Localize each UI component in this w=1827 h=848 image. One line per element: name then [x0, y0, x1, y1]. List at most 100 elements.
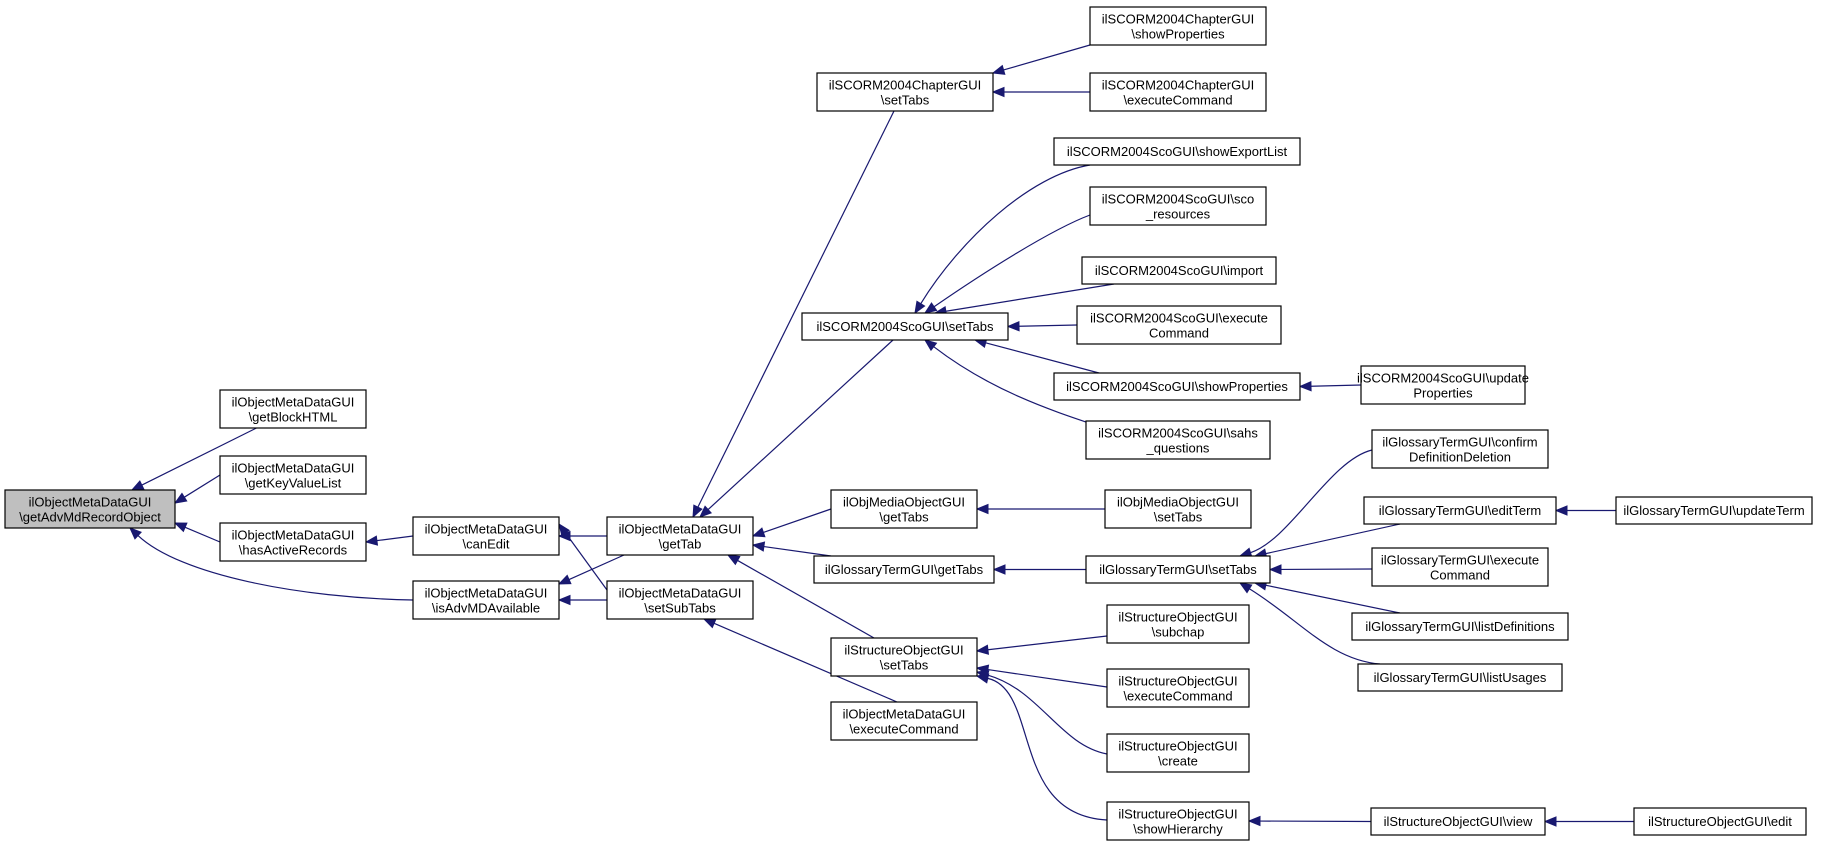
node-label-line: \setTabs [880, 658, 929, 673]
node-gloss-confirm[interactable]: ilGlossaryTermGUI\confirmDefinitionDelet… [1371, 429, 1549, 469]
node-chap-exec-cmd[interactable]: ilSCORM2004ChapterGUI\executeCommand [1089, 72, 1267, 112]
node-box [1081, 256, 1277, 285]
edge-isadvmdavailable-root [129, 527, 414, 601]
node-label-line: \getBlockHTML [249, 410, 338, 425]
node-struc-show-hier[interactable]: ilStructureObjectGUI\showHierarchy [1106, 801, 1250, 841]
node-struc-view[interactable]: ilStructureObjectGUI\view [1370, 807, 1546, 836]
node-label-line: DefinitionDeletion [1409, 450, 1511, 465]
edge-scosettabs-gettab [699, 339, 894, 518]
node-struc-exec-cmd[interactable]: ilStructureObjectGUI\executeCommand [1106, 668, 1250, 708]
node-box [830, 701, 978, 741]
node-mob-get-tabs[interactable]: ilObjMediaObjectGUI\getTabs [830, 489, 978, 529]
node-box [1371, 547, 1549, 587]
node-label-line: ilGlossaryTermGUI\confirm [1382, 435, 1537, 450]
edge-scoupdateprops-scoshowprops [1298, 380, 1362, 392]
node-label-line: ilGlossaryTermGUI\listDefinitions [1365, 619, 1555, 634]
node-label-line: ilObjMediaObjectGUI [1117, 495, 1239, 510]
node-label-line: ilStructureObjectGUI [1118, 674, 1237, 689]
edges [129, 44, 1634, 827]
node-chap-show-props[interactable]: ilSCORM2004ChapterGUI\showProperties [1089, 6, 1267, 46]
node-box [412, 580, 560, 620]
node-box [1085, 420, 1271, 460]
node-label-line: ilGlossaryTermGUI\getTabs [825, 562, 984, 577]
node-label-line: ilGlossaryTermGUI\setTabs [1099, 562, 1257, 577]
node-label-line: Properties [1413, 386, 1473, 401]
node-label-line: ilSCORM2004ScoGUI\setTabs [816, 319, 994, 334]
node-box [813, 555, 995, 584]
node-label-line: ilObjectMetaDataGUI [232, 461, 355, 476]
node-sco-sahs[interactable]: ilSCORM2004ScoGUI\sahs_questions [1085, 420, 1271, 460]
node-box [1360, 365, 1526, 405]
node-label-line: ilObjectMetaDataGUI [425, 522, 548, 537]
node-label-line: \create [1158, 754, 1198, 769]
node-gloss-set-tabs[interactable]: ilGlossaryTermGUI\setTabs [1085, 555, 1271, 584]
node-box [1106, 801, 1250, 841]
edge-chapsettabs-gettab [692, 110, 895, 519]
node-is-adv-m-d-available[interactable]: ilObjectMetaDataGUI\isAdvMDAvailable [412, 580, 560, 620]
node-label-line: \showProperties [1131, 27, 1225, 42]
node-box [1363, 496, 1557, 525]
node-gloss-list-usages[interactable]: ilGlossaryTermGUI\listUsages [1357, 663, 1563, 692]
node-sco-set-tabs[interactable]: ilSCORM2004ScoGUI\setTabs [801, 312, 1009, 341]
node-get-key-value-list[interactable]: ilObjectMetaDataGUI\getKeyValueList [219, 455, 367, 495]
node-gloss-update-term[interactable]: ilGlossaryTermGUI\updateTerm [1615, 496, 1813, 525]
node-get-block-h-t-m-l[interactable]: ilObjectMetaDataGUI\getBlockHTML [219, 389, 367, 429]
node-label-line: ilObjMediaObjectGUI [843, 495, 965, 510]
edge-strucview-strucshowhier [1247, 815, 1372, 827]
edge-canedit-hasactiverecords [364, 535, 414, 546]
edge-glossupdate-glossedit [1554, 505, 1616, 516]
node-label-line: ilSCORM2004ScoGUI\execute [1090, 311, 1268, 326]
node-box [801, 312, 1009, 341]
node-label-line: ilSCORM2004ChapterGUI [1102, 78, 1254, 93]
node-label-line: ilObjectMetaDataGUI [843, 707, 966, 722]
node-label-line: ilObjectMetaDataGUI [29, 495, 152, 510]
node-label-line: ilGlossaryTermGUI\updateTerm [1623, 503, 1804, 518]
node-label-line: _questions [1146, 441, 1210, 456]
node-box [4, 489, 176, 529]
node-sco-show-props[interactable]: ilSCORM2004ScoGUI\showProperties [1053, 372, 1301, 401]
edge-chapshowprops-chapsettabs [991, 44, 1091, 75]
node-struc-create[interactable]: ilStructureObjectGUI\create [1106, 733, 1250, 773]
node-label-line: ilStructureObjectGUI [1118, 610, 1237, 625]
node-struc-subchap[interactable]: ilStructureObjectGUI\subchap [1106, 604, 1250, 644]
edge-glossgettabs-gettab [751, 541, 832, 557]
node-gloss-edit-term[interactable]: ilGlossaryTermGUI\editTerm [1363, 496, 1557, 525]
node-label-line: \isAdvMDAvailable [432, 601, 540, 616]
node-label-line: \hasActiveRecords [239, 543, 348, 558]
edge-hasactiverecords-root [173, 522, 221, 543]
node-sco-show-export[interactable]: ilSCORM2004ScoGUI\showExportList [1053, 137, 1301, 166]
node-root[interactable]: ilObjectMetaDataGUI\getAdvMdRecordObject [4, 489, 176, 529]
node-label-line: \executeCommand [849, 722, 958, 737]
node-label-line: ilStructureObjectGUI\view [1384, 814, 1533, 829]
node-label-line: \setTabs [881, 93, 930, 108]
node-label-line: ilObjectMetaDataGUI [619, 522, 742, 537]
node-box [1351, 612, 1569, 641]
node-struc-set-tabs[interactable]: ilStructureObjectGUI\setTabs [830, 637, 978, 677]
node-box [1106, 733, 1250, 773]
node-gloss-exec-cmd[interactable]: ilGlossaryTermGUI\executeCommand [1371, 547, 1549, 587]
edge-glossconfirm-glosssettabs [1238, 449, 1373, 558]
node-label-line: \subchap [1152, 625, 1205, 640]
node-sco-import[interactable]: ilSCORM2004ScoGUI\import [1081, 256, 1277, 285]
node-mob-set-tabs[interactable]: ilObjMediaObjectGUI\setTabs [1104, 489, 1252, 529]
node-get-tab[interactable]: ilObjectMetaDataGUI\getTab [606, 516, 754, 556]
node-set-sub-tabs[interactable]: ilObjectMetaDataGUI\setSubTabs [606, 580, 754, 620]
node-gloss-list-defs[interactable]: ilGlossaryTermGUI\listDefinitions [1351, 612, 1569, 641]
node-can-edit[interactable]: ilObjectMetaDataGUI\canEdit [412, 516, 560, 556]
node-sco-exec-cmd[interactable]: ilSCORM2004ScoGUI\executeCommand [1076, 305, 1282, 345]
node-sco-resources[interactable]: ilSCORM2004ScoGUI\sco_resources [1089, 186, 1267, 226]
edge-gettab-isadvmd [557, 554, 625, 585]
node-gloss-get-tabs[interactable]: ilGlossaryTermGUI\getTabs [813, 555, 995, 584]
node-struc-edit[interactable]: ilStructureObjectGUI\edit [1633, 807, 1807, 836]
node-has-active-records[interactable]: ilObjectMetaDataGUI\hasActiveRecords [219, 522, 367, 562]
node-box [1104, 489, 1252, 529]
node-box [830, 489, 978, 529]
node-label-line: ilStructureObjectGUI\edit [1648, 814, 1792, 829]
edge-scoresources-scosettabs [923, 214, 1091, 314]
node-md-exec-cmd[interactable]: ilObjectMetaDataGUI\executeCommand [830, 701, 978, 741]
node-chap-set-tabs[interactable]: ilSCORM2004ChapterGUI\setTabs [816, 72, 994, 112]
node-label-line: \setSubTabs [644, 601, 716, 616]
edge-scosahs-scosettabs [923, 339, 1096, 426]
